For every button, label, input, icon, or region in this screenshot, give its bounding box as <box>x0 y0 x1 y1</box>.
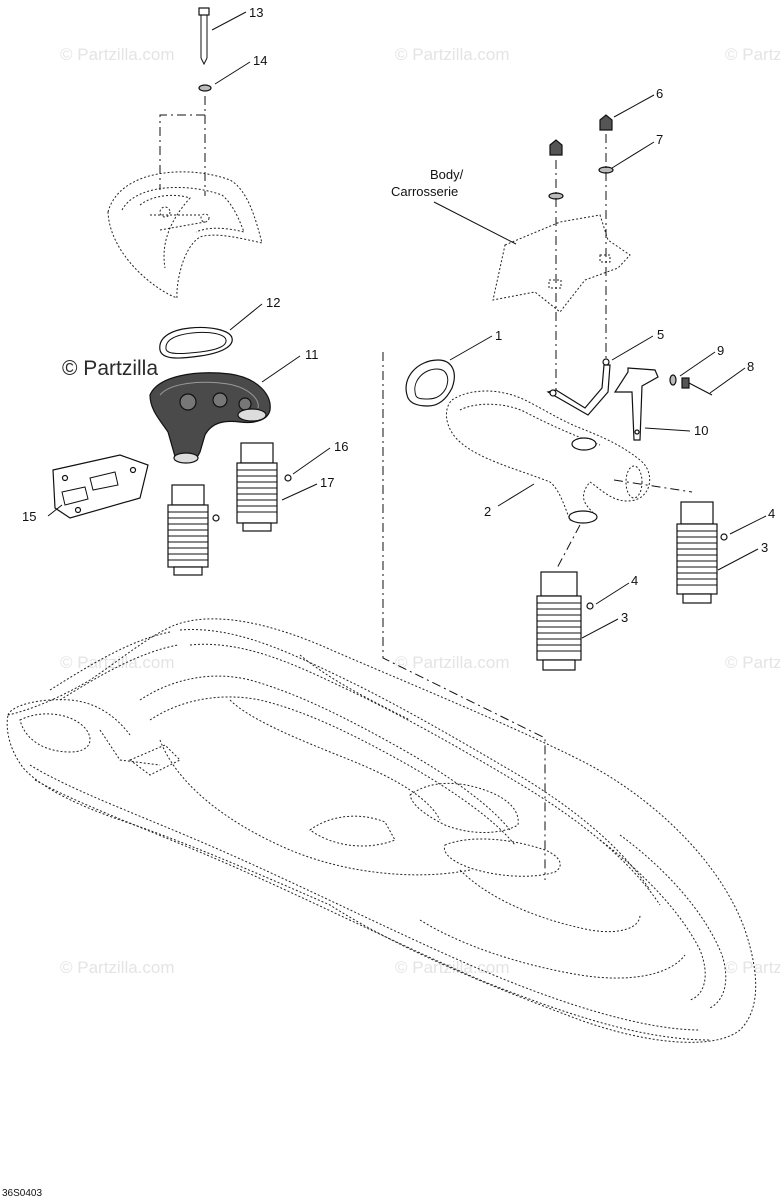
callout-5: 5 <box>657 327 664 342</box>
bellows-3-lower <box>536 571 582 671</box>
screw-4 <box>586 602 594 610</box>
callout-4: 4 <box>768 506 775 521</box>
bracket-10 <box>613 367 659 441</box>
watermark: © Partzilla.com <box>60 653 175 672</box>
callout-11: 11 <box>305 347 319 362</box>
body-panel <box>492 214 631 313</box>
callout-4: 4 <box>631 573 638 588</box>
drawing-code: 36S0403 <box>2 1188 42 1199</box>
center-line <box>382 352 546 880</box>
watermark: © Partzilla.com <box>395 45 510 64</box>
callout-3: 3 <box>621 610 628 625</box>
nut-6 <box>549 114 613 156</box>
callouts: 13 14 12 11 15 16 17 6 7 5 9 8 10 1 2 4 … <box>22 5 775 625</box>
center-line <box>555 524 581 571</box>
washer-7 <box>548 166 614 200</box>
center-line <box>613 479 693 493</box>
gasket-1 <box>405 359 455 407</box>
watermark: © Partzilla.com <box>395 653 510 672</box>
callout-7: 7 <box>656 132 663 147</box>
center-line <box>159 114 205 190</box>
callout-14: 14 <box>253 53 267 68</box>
watermark-main: © Partzilla <box>62 357 158 380</box>
washer-9 <box>669 374 677 386</box>
bolt-13 <box>198 7 210 66</box>
leader-lines <box>47 11 767 639</box>
watermark: © Partzilla.com <box>60 958 175 977</box>
callout-17: 17 <box>320 475 334 490</box>
callout-13: 13 <box>249 5 263 20</box>
callout-1: 1 <box>495 328 502 343</box>
callout-9: 9 <box>717 343 724 358</box>
callout-6: 6 <box>656 86 663 101</box>
watermark: © Partzilla.com <box>725 45 780 64</box>
screw-16 <box>284 474 292 482</box>
body-label: Body/ <box>430 167 464 182</box>
callout-15: 15 <box>22 509 36 524</box>
bracket-5 <box>546 358 611 416</box>
callout-8: 8 <box>747 359 754 374</box>
callout-3: 3 <box>761 540 768 555</box>
watermark: © Partzilla.com <box>60 45 175 64</box>
bellows-left-2 <box>236 442 278 532</box>
gasket-12 <box>159 326 233 359</box>
watermarks: © Partzilla.com © Partzilla.com © Partzi… <box>60 45 780 977</box>
screw-4 <box>720 533 728 541</box>
bellows-left-1 <box>167 484 209 576</box>
plate-15 <box>52 454 149 519</box>
bellows-3-upper <box>676 501 718 604</box>
callout-12: 12 <box>266 295 280 310</box>
manifold-11 <box>149 372 271 464</box>
callout-2: 2 <box>484 504 491 519</box>
watermark: © Partzilla.com <box>725 653 780 672</box>
watermark: © Partzilla.com <box>725 958 780 977</box>
leader-line <box>433 201 517 245</box>
callout-10: 10 <box>694 423 708 438</box>
washer-14 <box>198 84 212 92</box>
watercraft-hull <box>6 618 757 1043</box>
screw-8 <box>681 377 713 396</box>
air-duct-2 <box>445 390 650 524</box>
callout-16: 16 <box>334 439 348 454</box>
body-label: Carrosserie <box>391 184 458 199</box>
screw <box>212 514 220 522</box>
storage-cover <box>107 171 263 299</box>
